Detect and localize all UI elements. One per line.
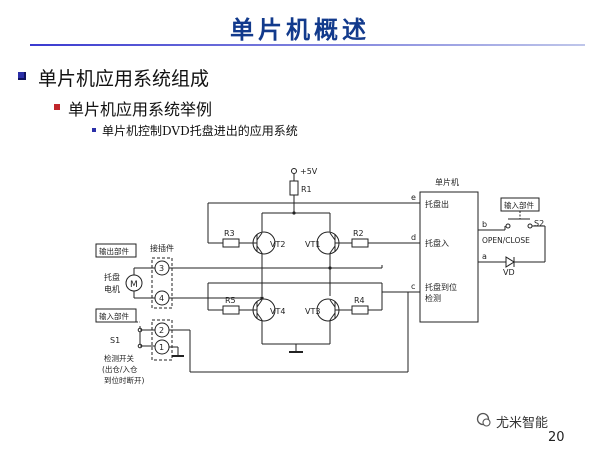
r2-label: R2 bbox=[353, 229, 364, 238]
diode-vd bbox=[505, 256, 515, 268]
detect-label-3: 到位时断开) bbox=[104, 375, 144, 385]
bullet-level-3: 单片机控制DVD托盘进出的应用系统 bbox=[92, 122, 298, 139]
tray-pos-label-1: 托盘到位 bbox=[425, 282, 457, 292]
wechat-icon bbox=[476, 412, 491, 427]
pin-b-label: b bbox=[482, 220, 487, 229]
pin-4-label: 4 bbox=[159, 294, 164, 303]
vcc-label: +5V bbox=[300, 167, 318, 176]
connector-label: 接插件 bbox=[150, 243, 174, 253]
tray-in-label: 托盘入 bbox=[425, 238, 449, 248]
bullet-level-2-text: 单片机应用系统举例 bbox=[68, 100, 213, 119]
connector-bottom-box bbox=[151, 319, 173, 361]
resistor-r3 bbox=[222, 238, 240, 248]
detect-label-2: (出仓/入仓 bbox=[102, 364, 138, 374]
detect-label-1: 检测开关 bbox=[104, 353, 134, 363]
vt1-label: VT1 bbox=[305, 240, 320, 249]
pin-c-label: c bbox=[411, 282, 415, 291]
resistor-r2 bbox=[351, 238, 369, 248]
watermark: 尤米智能 bbox=[496, 416, 549, 431]
input-part-left-label: 输入部件 bbox=[99, 311, 129, 321]
vt4-label: VT4 bbox=[270, 307, 285, 316]
mcu-box bbox=[419, 191, 479, 323]
motor-label-1: 托盘 bbox=[104, 272, 120, 282]
slide-title: 单片机概述 bbox=[230, 15, 370, 44]
vcc-terminal bbox=[291, 168, 297, 174]
output-part-label: 输出部件 bbox=[99, 246, 129, 256]
title-divider bbox=[30, 44, 585, 46]
s2-label: S2 bbox=[534, 219, 544, 228]
input-part-right-label: 输入部件 bbox=[504, 200, 534, 210]
vt3-label: VT3 bbox=[305, 307, 320, 316]
pin-1-label: 1 bbox=[159, 343, 164, 352]
output-part-box bbox=[95, 243, 137, 258]
bullet-square-icon bbox=[92, 128, 96, 132]
input-part-box-left bbox=[95, 308, 137, 323]
r5-label: R5 bbox=[225, 296, 236, 305]
motor-label-2: 电机 bbox=[104, 284, 120, 294]
connector-top-box bbox=[151, 257, 173, 309]
pin-2-label: 2 bbox=[159, 326, 164, 335]
pin-e-label: e bbox=[411, 193, 416, 202]
s2-switch bbox=[505, 223, 511, 229]
r4-label: R4 bbox=[354, 296, 365, 305]
s1-label: S1 bbox=[110, 336, 120, 345]
vt2-label: VT2 bbox=[270, 240, 285, 249]
bullet-square-icon bbox=[18, 72, 26, 80]
pin-d-label: d bbox=[411, 233, 416, 242]
vd-label: VD bbox=[503, 268, 515, 277]
resistor-r5 bbox=[222, 305, 240, 315]
page-number: 20 bbox=[548, 430, 565, 445]
mcu-title: 单片机 bbox=[435, 177, 459, 187]
bullet-level-2: 单片机应用系统举例 bbox=[54, 96, 213, 120]
tray-out-label: 托盘出 bbox=[425, 199, 449, 209]
bullet-square-icon bbox=[54, 104, 60, 110]
pin-3-label: 3 bbox=[159, 264, 164, 273]
motor-m-label: M bbox=[130, 280, 138, 290]
r3-label: R3 bbox=[224, 229, 235, 238]
r1-label: R1 bbox=[301, 185, 312, 194]
resistor-r1 bbox=[289, 180, 299, 196]
openclose-label: OPEN/CLOSE bbox=[482, 236, 530, 245]
tray-pos-label-2: 检测 bbox=[425, 293, 441, 303]
pin-a-label: a bbox=[482, 252, 487, 261]
bullet-level-1-text: 单片机应用系统组成 bbox=[38, 68, 210, 90]
bullet-level-3-text: 单片机控制DVD托盘进出的应用系统 bbox=[102, 124, 298, 138]
bullet-level-1: 单片机应用系统组成 bbox=[18, 64, 210, 91]
resistor-r4 bbox=[351, 305, 369, 315]
